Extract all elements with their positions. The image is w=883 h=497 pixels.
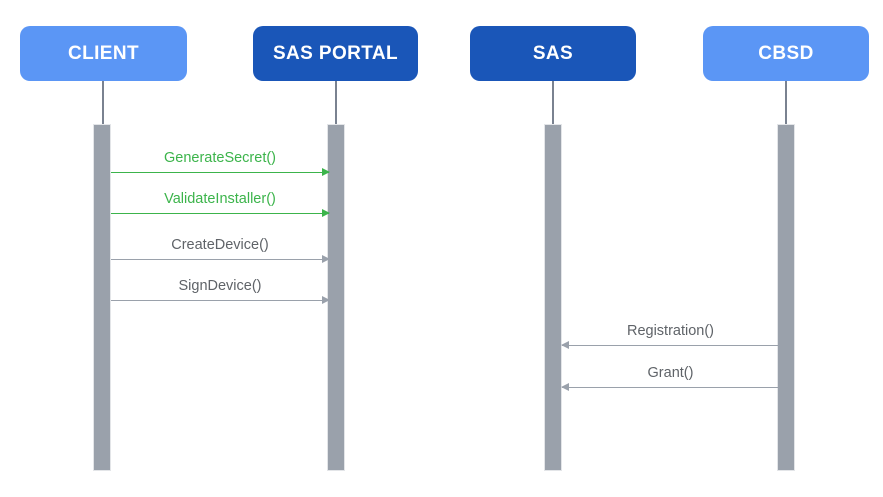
- participant-label-client: CLIENT: [67, 42, 139, 64]
- message-label-validate-installer: ValidateInstaller(): [164, 191, 276, 207]
- arrowhead-right-icon: [322, 168, 330, 176]
- activation-bar-client: [93, 124, 111, 471]
- activation-bar-sas: [544, 124, 562, 471]
- lifeline-client: [102, 81, 104, 124]
- arrowhead-right-icon: [322, 255, 330, 263]
- arrowhead-right-icon: [322, 209, 330, 217]
- participant-sas-portal[interactable]: SAS PORTAL: [253, 26, 418, 81]
- participant-label-cbsd: CBSD: [758, 42, 814, 64]
- message-line-create-device: [111, 259, 329, 260]
- participant-label-sas: SAS: [532, 42, 574, 64]
- message-line-generate-secret: [111, 172, 329, 173]
- lifeline-sas-portal: [335, 81, 337, 124]
- message-label-generate-secret: GenerateSecret(): [163, 150, 277, 166]
- arrowhead-left-icon: [561, 383, 569, 391]
- activation-bar-cbsd: [777, 124, 795, 471]
- message-label-grant: Grant(): [647, 365, 694, 381]
- message-label-sign-device: SignDevice(): [178, 278, 262, 294]
- participant-client[interactable]: CLIENT: [20, 26, 187, 81]
- lifeline-cbsd: [785, 81, 787, 124]
- participant-label-sas-portal: SAS PORTAL: [272, 42, 399, 64]
- message-line-registration: [562, 345, 779, 346]
- message-line-sign-device: [111, 300, 329, 301]
- participant-cbsd[interactable]: CBSD: [703, 26, 869, 81]
- message-line-validate-installer: [111, 213, 329, 214]
- lifeline-sas: [552, 81, 554, 124]
- participant-sas[interactable]: SAS: [470, 26, 636, 81]
- arrowhead-right-icon: [322, 296, 330, 304]
- message-label-create-device: CreateDevice(): [171, 237, 269, 253]
- message-label-registration: Registration(): [626, 323, 715, 339]
- arrowhead-left-icon: [561, 341, 569, 349]
- message-line-grant: [562, 387, 779, 388]
